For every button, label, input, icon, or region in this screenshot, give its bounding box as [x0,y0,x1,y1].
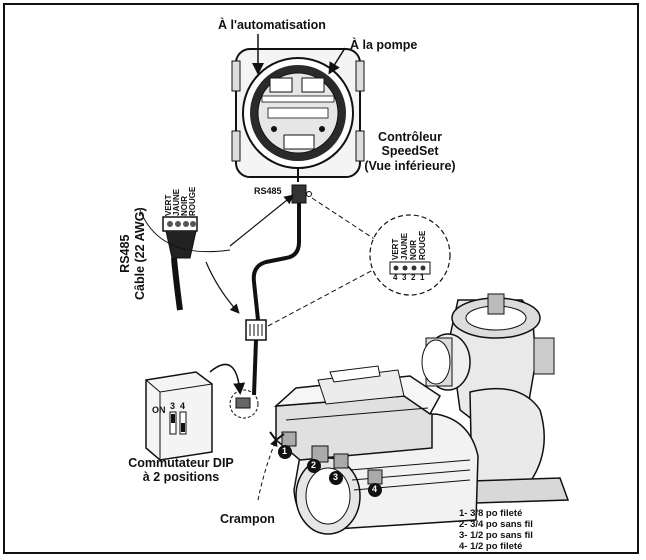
callout-4: 4 [372,484,378,494]
crampon-arrow [257,438,278,501]
crampon-label: Crampon [220,512,275,526]
controller-label-line2: SpeedSet [381,144,439,159]
terminal-color-yellow: JAUNE [400,232,409,260]
dip-switch-label: Commutateur DIP à 2 positions [114,456,248,485]
rs485-connector-top [251,184,312,321]
controller-label-line1: Contrôleur [378,130,442,144]
dip-switch-label-line1: Commutateur DIP [128,456,234,470]
legend-item-3: 3- 1/2 po sans fil [459,529,533,541]
pump-arrow [328,47,346,75]
rs485-small-label: RS485 [254,186,282,196]
terminal-num-3: 3 [402,273,407,282]
to-pump-label: À la pompe [350,38,418,52]
speedset-controller [231,48,365,182]
terminal-num-4: 4 [393,273,398,282]
terminal-callout-circle [369,214,451,296]
cable-arrow-down [205,261,240,314]
terminal-color-red: ROUGE [418,230,427,260]
terminal-num-2: 2 [411,273,416,282]
controller-label: Contrôleur SpeedSet (Vue inférieure) [358,130,462,173]
rs485-connector-mid [245,319,267,396]
pump [273,293,570,535]
dip-on-label: ON [152,405,166,415]
terminal-color-green: VERT [391,238,400,260]
rs485-cable-label: RS485 Câble (22 AWG) [118,207,148,300]
to-automation-label: À l'automatisation [218,18,326,32]
legend-item-4: 4- 1/2 po fileté [459,540,523,552]
callout-2: 2 [311,460,317,470]
port-legend: 1- 3/8 po fileté 2- 3/4 po sans fil 3- 1… [459,508,533,553]
legend-item-1: 1- 3/8 po fileté [459,508,523,519]
dip-switch-label-line2: à 2 positions [142,470,220,485]
controller-label-line3: (Vue inférieure) [364,158,456,173]
terminal-num-1: 1 [420,273,425,282]
dip-4-label: 4 [180,401,186,411]
callout-markers [278,445,382,497]
terminal-color-black: NOIR [409,240,418,260]
callout-dash-2 [267,261,389,327]
diagram-frame [3,3,639,554]
rs485-cable-end [139,209,231,311]
callout-1: 1 [282,446,288,456]
dip-switch-box [145,371,213,461]
rs485-cable-label-line1: RS485 [118,234,132,273]
cable-color-red: ROUGE [188,186,197,216]
legend-item-2: 2- 3/4 po sans fil [459,518,533,530]
terminal-block [389,261,431,275]
dip-arrow [209,363,246,395]
dip-location-circle [229,389,259,419]
cable-arrow-top [229,194,294,247]
dip-3-label: 3 [170,401,176,411]
callout-3: 3 [333,472,339,482]
rs485-cable-label-line2: Câble (22 AWG) [133,207,147,300]
